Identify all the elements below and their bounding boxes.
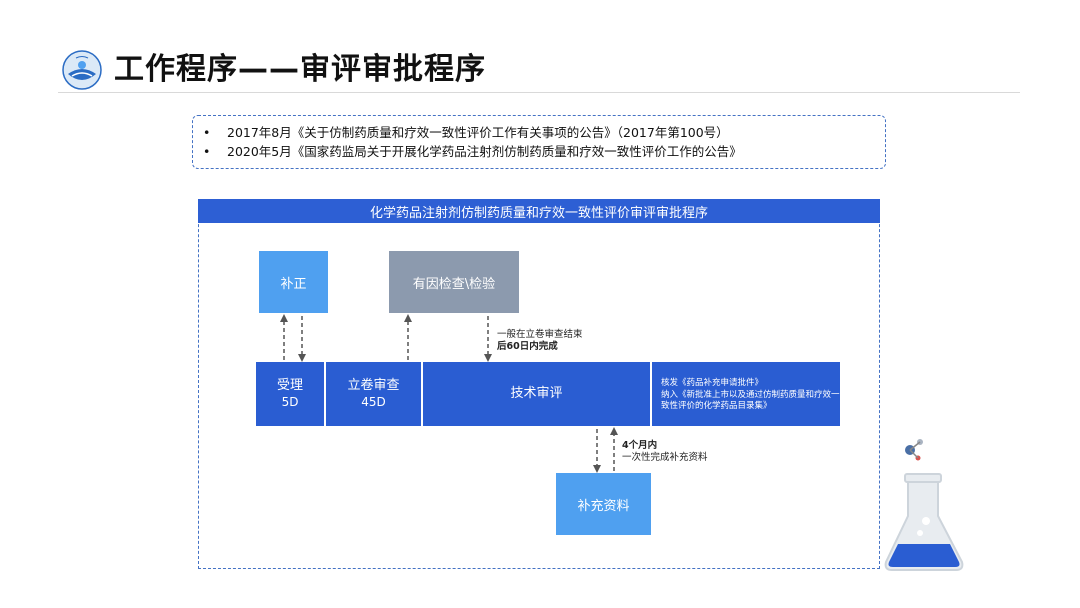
note-line: 后60日内完成 <box>497 341 558 352</box>
reference-text: 2017年8月《关于仿制药质量和疗效一致性评价工作有关事项的公告》（2017年第… <box>227 125 729 140</box>
stage-duration: 45D <box>361 395 386 409</box>
reference-box: • 2017年8月《关于仿制药质量和疗效一致性评价工作有关事项的公告》（2017年… <box>192 115 886 169</box>
approval-line-2: 纳入《新批准上市以及通过仿制药质量和疗效一致性评价的化学药品目录集》 <box>661 389 840 412</box>
page-title: 工作程序——审评审批程序 <box>114 52 486 87</box>
bullet: • <box>203 125 211 140</box>
stage-technical-review: 技术审评 <box>423 362 650 426</box>
approval-line-1: 核发《药品补充申请批件》 <box>661 378 764 388</box>
title-divider <box>58 92 1020 93</box>
reference-item: • 2020年5月《国家药监局关于开展化学药品注射剂仿制药质量和疗效一致性评价工作… <box>203 144 742 160</box>
lab-flask-icon <box>884 439 964 571</box>
stage-label: 受理 <box>276 378 303 393</box>
nmpa-logo-icon <box>62 50 102 90</box>
stage-acceptance: 受理 5D <box>256 362 324 426</box>
reference-item: • 2017年8月《关于仿制药质量和疗效一致性评价工作有关事项的公告》（2017年… <box>203 125 729 141</box>
inspection-box: 有因检查\检验 <box>389 251 519 313</box>
inspection-time-note: 一般在立卷审查结束 后60日内完成 <box>497 329 583 353</box>
note-line: 一次性完成补充资料 <box>622 452 708 463</box>
bullet: • <box>203 144 211 159</box>
stage-label: 立卷审查 <box>347 378 400 393</box>
supplement-label: 补充资料 <box>577 498 630 514</box>
note-line: 4个月内 <box>622 440 658 451</box>
approval-note: 核发《药品补充申请批件》 纳入《新批准上市以及通过仿制药质量和疗效一致性评价的化… <box>661 378 841 413</box>
reference-text: 2020年5月《国家药监局关于开展化学药品注射剂仿制药质量和疗效一致性评价工作的… <box>227 144 742 159</box>
inspection-label: 有因检查\检验 <box>412 276 496 292</box>
supplement-time-note: 4个月内 一次性完成补充资料 <box>622 440 708 464</box>
correction-box: 补正 <box>259 251 328 313</box>
stage-filing-review: 立卷审查 45D <box>326 362 421 426</box>
correction-label: 补正 <box>280 276 307 292</box>
stage-approval <box>652 362 840 426</box>
supplement-box: 补充资料 <box>556 473 651 535</box>
stage-duration: 5D <box>281 395 299 409</box>
diagram-title: 化学药品注射剂仿制药质量和疗效一致性评价审评审批程序 <box>198 199 880 223</box>
stage-label: 技术审评 <box>510 386 563 401</box>
note-line: 一般在立卷审查结束 <box>497 329 583 340</box>
